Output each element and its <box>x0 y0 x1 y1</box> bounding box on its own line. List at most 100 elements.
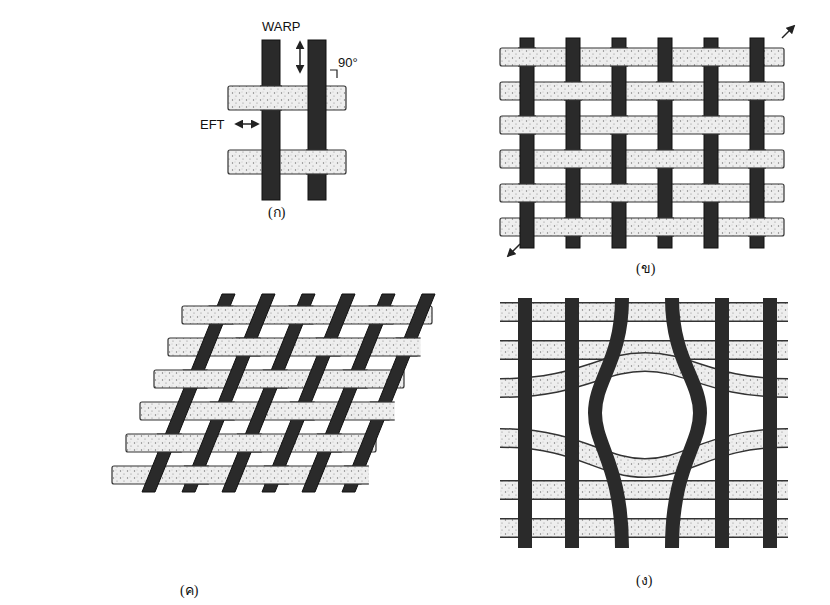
weft-edge <box>210 401 235 402</box>
weft-over <box>748 218 766 236</box>
warp-arrow <box>299 42 301 72</box>
weft-edge <box>748 217 766 218</box>
warp-yarn <box>595 298 622 548</box>
weft-edge <box>748 81 766 82</box>
weft-edge <box>183 387 208 388</box>
weft-over <box>702 116 720 134</box>
weft-over <box>157 434 182 452</box>
weft-edge <box>564 149 582 150</box>
weft-edge <box>317 433 342 434</box>
weft-yarn <box>500 438 788 468</box>
weft-edge <box>237 451 262 452</box>
weft-over <box>237 434 262 452</box>
weft-edge <box>316 337 341 338</box>
warp-yarn <box>182 294 275 492</box>
weft-over <box>748 150 766 168</box>
weft-over <box>290 402 315 420</box>
warp-yarn <box>704 38 718 248</box>
weft-edge <box>564 99 582 100</box>
weft-over <box>209 306 234 324</box>
weft-edge <box>748 99 766 100</box>
weft-edge <box>183 369 208 370</box>
weft-edge <box>748 235 766 236</box>
weft-over <box>748 82 766 100</box>
weft-edge <box>184 483 209 484</box>
panel-a <box>228 40 346 200</box>
weft-over <box>656 218 674 236</box>
weft-edge <box>344 465 369 466</box>
weft-over <box>344 466 369 484</box>
weft-edge <box>343 369 368 370</box>
bias-arrow <box>508 244 520 256</box>
warp-yarn <box>672 298 700 548</box>
weft-over <box>702 48 720 66</box>
weft-over <box>343 370 368 388</box>
warp-yarn <box>715 298 729 548</box>
weft-edge <box>500 438 788 468</box>
weft-edge <box>656 217 674 218</box>
weft-edge <box>157 451 182 452</box>
warp-yarn <box>566 38 580 248</box>
warp-yarn <box>520 38 534 248</box>
weft-edge <box>260 85 282 86</box>
weft-over <box>260 86 282 110</box>
weft-edge <box>610 183 628 184</box>
weft-edge <box>289 305 314 306</box>
weft-edge <box>289 323 314 324</box>
weft-edge <box>369 323 394 324</box>
weft-over <box>289 306 314 324</box>
weft-over <box>610 184 628 202</box>
weft-edge <box>564 167 582 168</box>
weft-arrow <box>236 123 258 125</box>
weft-yarn <box>500 150 784 168</box>
weft-edge <box>656 235 674 236</box>
weft-edge <box>564 81 582 82</box>
warp-yarn <box>612 38 626 248</box>
weft-yarn <box>500 82 784 100</box>
weft-over <box>656 150 674 168</box>
weft-over <box>564 218 582 236</box>
weft-edge <box>316 355 341 356</box>
panel-label: (ง) <box>636 574 652 588</box>
weft-over <box>518 48 536 66</box>
warp-yarn <box>763 298 777 548</box>
weft-edge <box>518 183 536 184</box>
warp-yarn <box>565 298 579 548</box>
weft-edge <box>157 433 182 434</box>
weft-edge <box>237 433 262 434</box>
weft-edge <box>236 355 261 356</box>
weft-edge <box>500 518 788 538</box>
weft-edge <box>610 47 628 48</box>
weft-edge <box>369 305 394 306</box>
weft-edge <box>396 337 421 338</box>
weft-edge <box>236 337 261 338</box>
angle-label: 90° <box>338 56 358 69</box>
direction-label: WARP <box>262 20 301 33</box>
weft-yarn <box>228 86 346 110</box>
weft-over <box>518 116 536 134</box>
weft-edge <box>702 133 720 134</box>
weft-edge <box>209 305 234 306</box>
warp-yarn <box>302 294 395 492</box>
weft-edge <box>702 65 720 66</box>
weft-edge <box>396 355 421 356</box>
weft-over <box>236 338 261 356</box>
weft-over <box>263 370 288 388</box>
panel-label: (ค) <box>180 584 198 598</box>
weft-edge <box>518 65 536 66</box>
weft-edge <box>306 149 328 150</box>
warp-yarn <box>518 298 532 548</box>
weft-edge <box>370 419 395 420</box>
weft-edge <box>264 465 289 466</box>
weft-over <box>396 338 421 356</box>
right-angle-mark <box>330 70 337 78</box>
weft-edge <box>263 369 288 370</box>
weft-edge <box>656 149 674 150</box>
weft-yarn <box>154 370 404 388</box>
panel-label: (ข) <box>636 262 655 276</box>
warp-yarn <box>750 38 764 248</box>
weft-over <box>702 184 720 202</box>
weft-edge <box>260 109 282 110</box>
weft-edge <box>343 387 368 388</box>
